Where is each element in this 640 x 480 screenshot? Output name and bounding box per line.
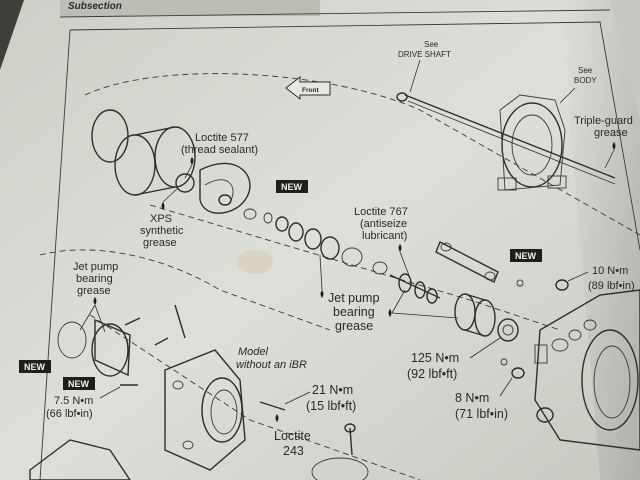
torque-21nm-label-2: (15 lbf•ft) [306, 399, 356, 413]
seal-washer-parts [243, 208, 388, 275]
jp-grease-left-label-1: Jet pump [73, 261, 118, 273]
torque-125nm-label-2: (92 lbf•ft) [407, 367, 457, 381]
xps-label-2: synthetic [140, 225, 184, 237]
jp-grease-mid-label-2: bearing [333, 305, 375, 319]
torque-10nm-label-1: 10 N•m [592, 265, 628, 277]
triple-guard-label-1: Triple-guard [574, 115, 633, 127]
new-badge-3: NEW [19, 360, 51, 373]
xps-label-3: grease [143, 237, 177, 249]
thread-sealant-drop-icon [190, 157, 194, 165]
antiseize-drop-icon [398, 244, 402, 252]
torque-75nm-label-2: (66 lbf•in) [46, 408, 93, 420]
bearing-part [454, 293, 496, 337]
loctite767-label-3: lubricant) [362, 230, 407, 242]
body-see-label: See [578, 66, 593, 75]
jp-grease-mid-label-3: grease [335, 319, 373, 333]
jp-grease-left-drop-icon [93, 297, 97, 305]
loctite243-label-1: Loctite [274, 429, 311, 443]
diagram-frame [69, 21, 640, 251]
svg-text:NEW: NEW [281, 182, 303, 192]
grease-drop-icon [612, 142, 616, 150]
torque-125nm-label-1: 125 N•m [411, 351, 459, 365]
loctite577-label-1: Loctite 577 [195, 132, 249, 144]
torque-8nm-label-1: 8 N•m [455, 391, 489, 405]
svg-text:NEW: NEW [515, 251, 537, 261]
bracket-part [435, 241, 499, 283]
xps-grease-drop-icon [161, 202, 165, 210]
venturi-part [164, 349, 246, 471]
jp-grease-mid-drop-icon-2 [388, 309, 392, 317]
torque-8nm-label-2: (71 lbf•in) [455, 407, 508, 421]
loctite243-drop-icon [275, 414, 279, 422]
nut-part [497, 318, 519, 342]
svg-text:NEW: NEW [68, 379, 90, 389]
drive-shaft-see-label: See [424, 40, 439, 49]
new-badge-2: NEW [510, 249, 542, 262]
triple-guard-label-2: grease [594, 127, 628, 139]
cap-cone-part [57, 318, 131, 377]
loctite243-label-2: 243 [283, 444, 304, 458]
loctite767-label-2: (antiseize [360, 218, 407, 230]
jp-grease-mid-drop-icon-1 [320, 290, 324, 298]
jp-grease-left-label-2: bearing [76, 273, 113, 285]
pump-shaft-part [389, 273, 441, 304]
model-note-label-2: without an iBR [236, 359, 307, 371]
drive-shaft-label: DRIVE SHAFT [398, 50, 451, 59]
jet-pump-housing-part [534, 289, 640, 451]
jp-grease-left-label-3: grease [77, 285, 111, 297]
body-label: BODY [574, 76, 597, 85]
page-header-subsection: Subsection [68, 1, 122, 12]
torque-75nm-label-1: 7.5 N•m [54, 395, 93, 407]
loctite767-label-1: Loctite 767 [354, 206, 408, 218]
svg-text:Front: Front [302, 87, 319, 94]
impeller-part [175, 162, 251, 214]
bolt-parts [120, 304, 356, 456]
torque-21nm-label-1: 21 N•m [312, 383, 353, 397]
torque-10nm-label-2: (89 lbf•in) [588, 280, 635, 292]
front-arrow-icon: Front [285, 75, 331, 101]
svg-text:NEW: NEW [24, 362, 46, 372]
new-badge-4: NEW [63, 377, 95, 390]
jp-grease-mid-label-1: Jet pump [328, 291, 379, 305]
xps-label-1: XPS [150, 213, 172, 225]
loctite577-label-2: (thread sealant) [181, 144, 258, 156]
drive-shaft-part [396, 59, 616, 185]
wear-ring-part [114, 126, 196, 196]
body-housing-part [497, 87, 576, 191]
new-badge-1: NEW [276, 180, 308, 193]
model-note-label-1: Model [238, 346, 269, 358]
